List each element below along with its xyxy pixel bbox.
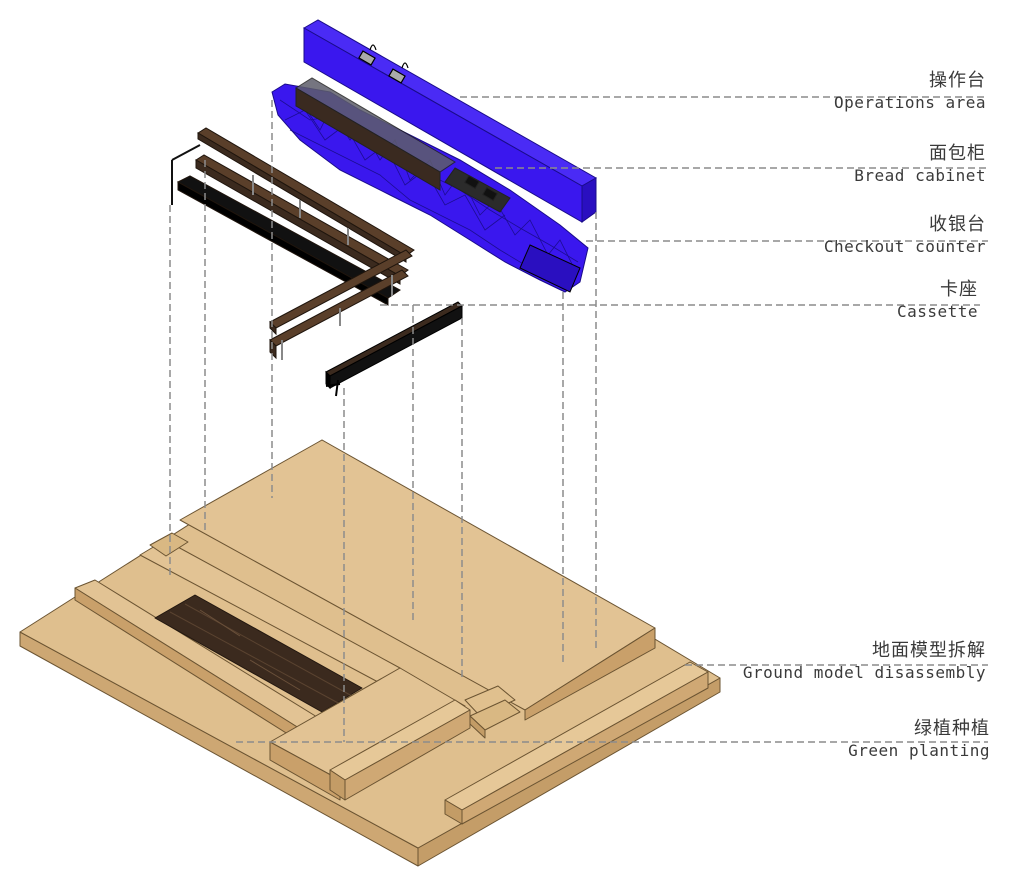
ground-model (19, 439, 721, 867)
label-checkout-counter: 收银台 Checkout counter (824, 216, 986, 255)
label-cassette: 卡座 Cassette (897, 281, 978, 320)
label-green-planting: 绿植种植 Green planting (848, 720, 990, 759)
label-operations-area: 操作台 Operations area (834, 72, 986, 111)
wall-shelving (171, 127, 415, 360)
label-checkout-counter-en: Checkout counter (823, 237, 986, 256)
label-ground-model: 地面模型拆解 Ground model disassembly (743, 642, 986, 681)
label-green-planting-en: Green planting (848, 741, 990, 760)
label-bread-cabinet: 面包柜 Bread cabinet (854, 145, 986, 184)
bread-cabinet (295, 77, 581, 293)
label-operations-area-en: Operations area (834, 93, 986, 112)
label-cassette-zh: 卡座 (940, 279, 978, 300)
operations-area (302, 19, 598, 223)
label-operations-area-zh: 操作台 (929, 70, 986, 91)
checkout-counter (271, 77, 589, 293)
label-checkout-counter-zh: 收银台 (929, 214, 986, 235)
cassette-bench (325, 301, 463, 397)
label-ground-model-en: Ground model disassembly (742, 663, 986, 682)
leader-lines (169, 96, 988, 743)
label-ground-model-zh: 地面模型拆解 (872, 640, 986, 661)
label-bread-cabinet-en: Bread cabinet (854, 166, 986, 185)
label-green-planting-zh: 绿植种植 (914, 718, 990, 739)
label-bread-cabinet-zh: 面包柜 (929, 143, 986, 164)
label-cassette-en: Cassette (896, 302, 978, 321)
